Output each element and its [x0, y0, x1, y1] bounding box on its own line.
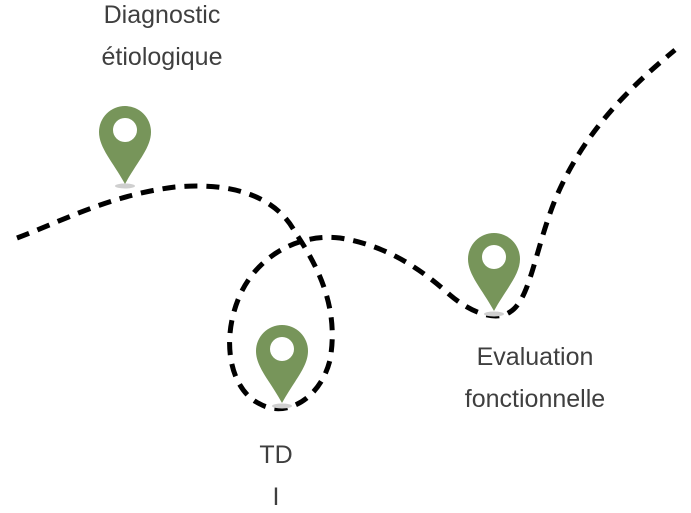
- milestone-label-line: TD: [259, 441, 293, 469]
- location-pin-icon: [99, 106, 151, 184]
- dashed-journey-path: [16, 48, 677, 412]
- milestone-label-line: Diagnostic: [103, 1, 221, 29]
- pin-shadow: [484, 311, 504, 317]
- milestone-label-line: fonctionnelle: [464, 385, 606, 413]
- milestone-label-line: étiologique: [101, 43, 223, 71]
- milestone-label-line: Evaluation: [476, 343, 594, 371]
- pin-shadow: [115, 183, 135, 189]
- location-pin-icon: [256, 325, 308, 403]
- milestone-label-line: I: [272, 483, 280, 511]
- milestone-label-diagnostic: Diagnostic étiologique: [62, 0, 262, 78]
- milestone-label-td: TD I: [176, 434, 376, 513]
- location-pin-icon: [468, 233, 520, 311]
- pin-shadow: [272, 403, 292, 409]
- milestone-label-evaluation: Evaluation fonctionnelle: [435, 336, 635, 420]
